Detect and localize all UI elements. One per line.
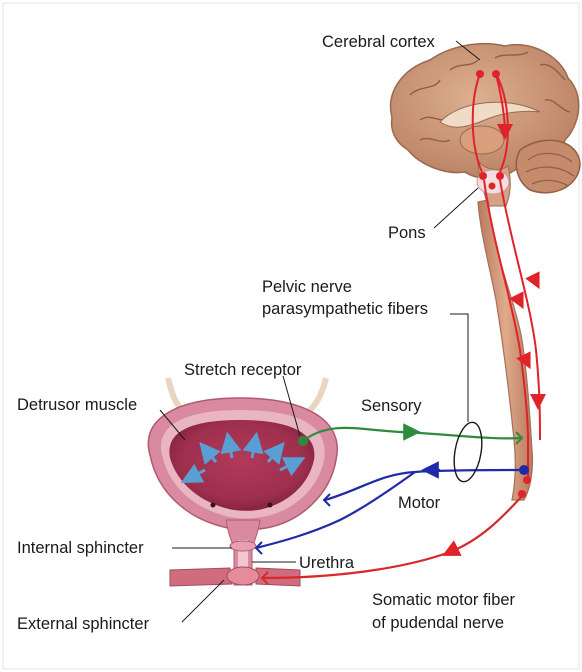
internal-sphincter-ring [230, 541, 256, 551]
pons-node-center [489, 183, 496, 190]
stretch-receptor-node [298, 436, 308, 446]
label-somatic-line2: of pudendal nerve [372, 614, 504, 632]
label-detrusor-muscle: Detrusor muscle [17, 396, 137, 414]
sacral-node-red-1 [523, 476, 531, 484]
label-pelvic-nerve-line2: parasympathetic fibers [262, 300, 428, 318]
cortex-node-left [476, 70, 484, 78]
label-sensory: Sensory [361, 397, 422, 415]
label-stretch-receptor: Stretch receptor [184, 361, 302, 379]
label-cerebral-cortex: Cerebral cortex [322, 33, 436, 51]
external-sphincter-ring [227, 567, 259, 585]
pons-node-left [479, 172, 487, 180]
pons-node-right [496, 172, 504, 180]
label-pons: Pons [388, 224, 426, 242]
motor-origin-node [519, 465, 529, 475]
cortex-node-right [492, 70, 500, 78]
label-motor: Motor [398, 494, 441, 512]
label-urethra: Urethra [299, 554, 355, 572]
spinal-cord [478, 200, 533, 500]
pelvic-floor [170, 568, 232, 586]
brain-illustration [391, 44, 580, 206]
label-external-sphincter: External sphincter [17, 615, 150, 633]
label-somatic-line1: Somatic motor fiber [372, 591, 516, 609]
label-pelvic-nerve-line1: Pelvic nerve [262, 278, 352, 296]
label-internal-sphincter: Internal sphincter [17, 539, 144, 557]
pelvic-nerve-bundle [450, 420, 486, 484]
